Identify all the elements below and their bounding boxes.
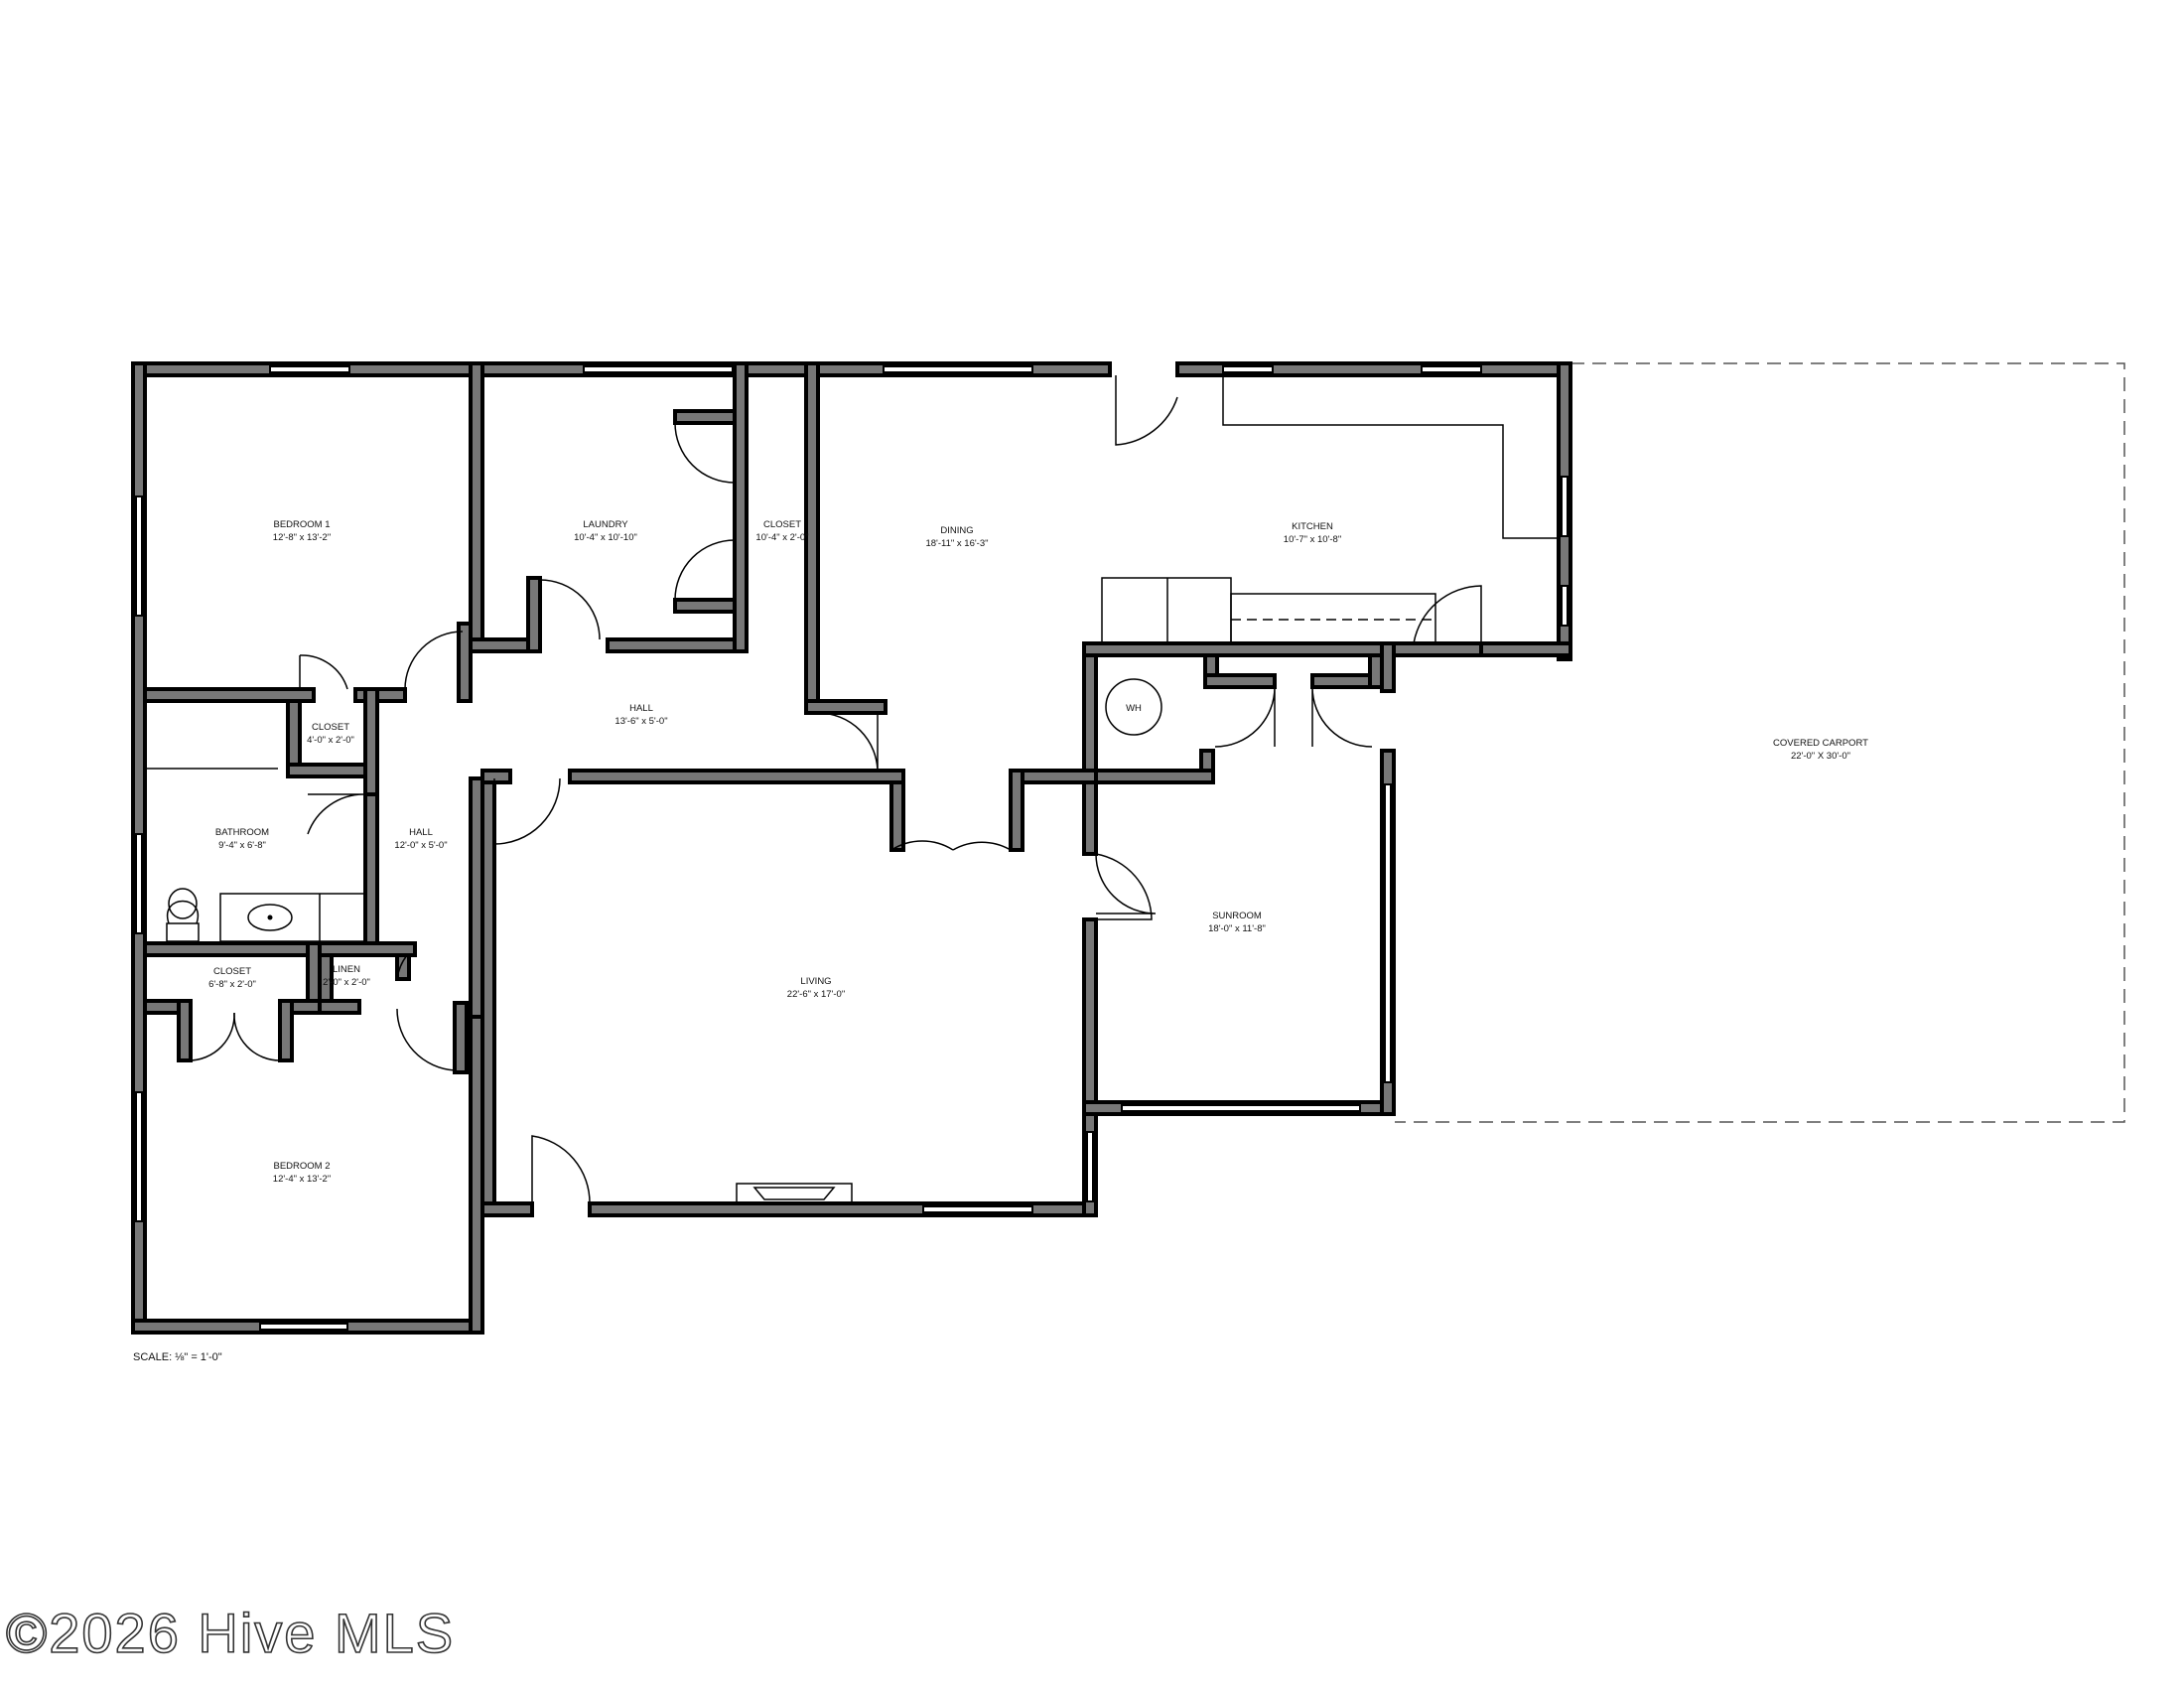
room-name-hall-lower: HALL [409, 827, 433, 838]
windows [135, 365, 1569, 1331]
room-name-laundry: LAUNDRY [583, 519, 628, 530]
carport-outline [1395, 362, 2125, 1123]
room-name-dining: DINING [940, 525, 973, 536]
scale-label: SCALE: ⅛" = 1'-0" [133, 1351, 222, 1363]
room-name-kitchen: KITCHEN [1292, 521, 1333, 532]
room-name-hall-upper: HALL [629, 703, 653, 714]
toilet-icon [166, 900, 200, 942]
water-heater-icon [1105, 678, 1162, 736]
room-name-bedroom2: BEDROOM 2 [273, 1161, 330, 1172]
room-name-living: LIVING [800, 976, 831, 987]
room-dims-sunroom: 18'-0" x 11'-8" [1208, 923, 1266, 934]
room-dims-closet-laundry: 10'-4" x 2'-0" [755, 532, 808, 543]
room-name-carport: COVERED CARPORT [1773, 738, 1868, 749]
room-dims-bathroom: 9'-4" x 6'-8" [218, 840, 266, 851]
walls [131, 361, 1572, 1335]
room-dims-bedroom1: 12'-8" x 13'-2" [273, 532, 331, 543]
room-name-closet-bed2: CLOSET [213, 966, 251, 977]
room-name-closet-small: CLOSET [312, 722, 349, 733]
room-name-sunroom: SUNROOM [1212, 911, 1262, 921]
room-name-bathroom: BATHROOM [215, 827, 269, 838]
room-dims-hall-upper: 13'-6" x 5'-0" [614, 716, 667, 727]
room-dims-carport: 22'-0" X 30'-0" [1791, 751, 1850, 762]
room-name-bedroom1: BEDROOM 1 [273, 519, 330, 530]
room-name-closet-laundry: CLOSET [763, 519, 801, 530]
room-name-water-heater: WH [1126, 703, 1142, 714]
fixtures [145, 375, 1559, 1204]
door-swings [188, 375, 1482, 1204]
room-dims-dining: 18'-11" x 16'-3" [925, 538, 988, 549]
fireplace [736, 1183, 853, 1204]
sink-icon [247, 904, 293, 931]
room-dims-laundry: 10'-4" x 10'-10" [574, 532, 637, 543]
room-dims-bedroom2: 12'-4" x 13'-2" [273, 1174, 331, 1185]
room-dims-closet-bed2: 6'-8" x 2'-0" [208, 979, 256, 990]
room-dims-hall-lower: 12'-0" x 5'-0" [394, 840, 447, 851]
room-name-linen: LINEN [333, 964, 360, 975]
watermark: ©2026 Hive MLS [6, 1602, 455, 1664]
room-dims-kitchen: 10'-7" x 10'-8" [1284, 534, 1341, 545]
vanity [219, 893, 366, 942]
room-dims-linen: 2'-0" x 2'-0" [323, 977, 370, 988]
room-labels: BEDROOM 1 12'-8" x 13'-2" LAUNDRY 10'-4"… [208, 519, 1868, 1185]
room-dims-closet-small: 4'-0" x 2'-0" [307, 735, 354, 746]
room-dims-living: 22'-6" x 17'-0" [787, 989, 845, 1000]
